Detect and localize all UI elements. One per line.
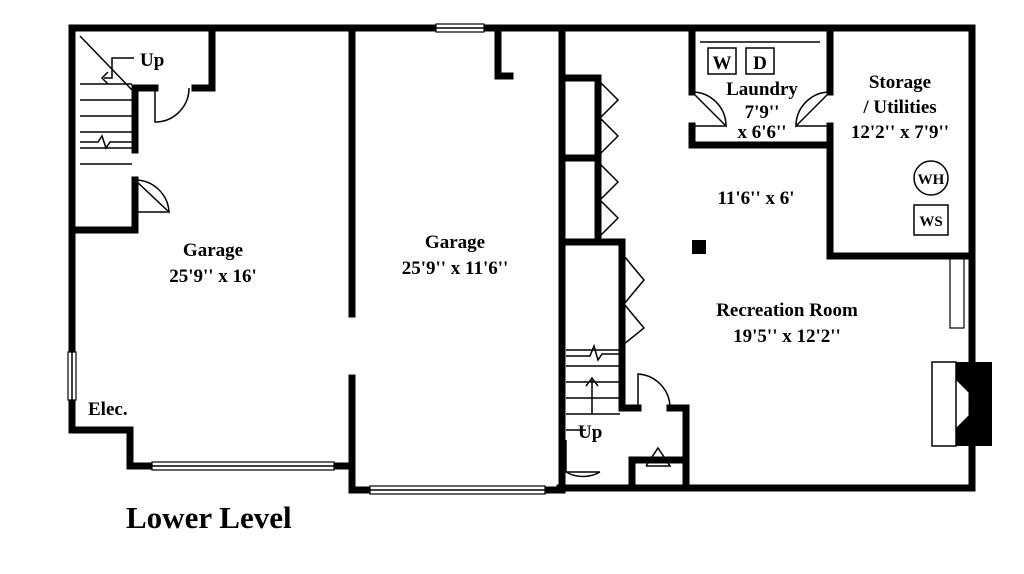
interior-walls: [68, 24, 976, 494]
laundry-name: Laundry: [726, 79, 798, 100]
laundry-size-1: 7'9'': [745, 102, 780, 123]
water-heater: WH: [913, 160, 949, 196]
elec-label: Elec.: [88, 399, 128, 420]
recreation-size: 19'5'' x 12'2'': [733, 326, 841, 347]
stairs-right: [566, 343, 620, 431]
washer-label: W: [713, 53, 732, 74]
water-heater-label: WH: [918, 172, 945, 188]
washer-box: W: [707, 47, 737, 75]
storage-size: 12'2'' x 7'9'': [851, 122, 949, 143]
storage-name-1: Storage: [869, 72, 931, 93]
stairs-left: [79, 35, 134, 165]
garage-left-size: 25'9'' x 16': [169, 266, 257, 287]
stairs-up-right-label: Up: [578, 422, 602, 443]
garage-right-size: 25'9'' x 11'6'': [402, 258, 509, 279]
hall-size: 11'6'' x 6': [717, 188, 794, 209]
doors: [134, 81, 831, 478]
laundry-size-2: x 6'6'': [737, 122, 786, 143]
garage-left-name: Garage: [183, 240, 243, 261]
column: [692, 240, 706, 254]
dryer-box: D: [745, 47, 775, 75]
water-softener: WS: [913, 204, 949, 236]
water-softener-label: WS: [919, 214, 942, 230]
dryer-label: D: [753, 53, 767, 74]
windows: [67, 23, 965, 495]
storage-name-2: / Utilities: [862, 97, 936, 118]
stairs-up-left-label: Up: [140, 50, 164, 71]
fireplace: [931, 361, 992, 447]
garage-right-name: Garage: [425, 232, 485, 253]
recreation-name: Recreation Room: [716, 300, 858, 321]
plan-title: Lower Level: [126, 500, 292, 535]
